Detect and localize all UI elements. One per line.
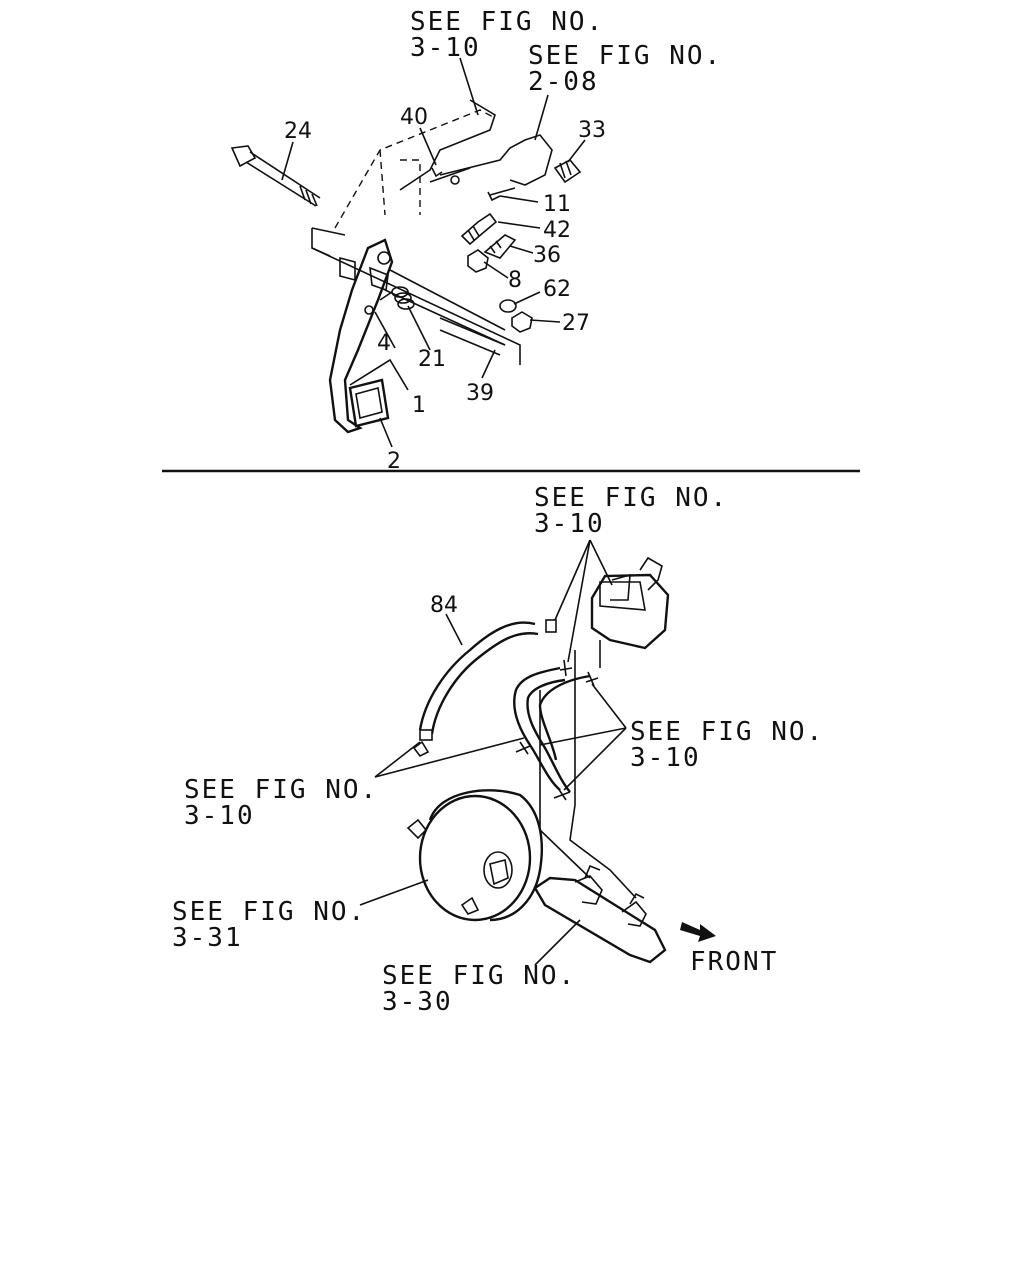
upper-leader-lines [281, 57, 586, 448]
part-number-24: 24 [284, 119, 312, 144]
reservoir-drawing [590, 556, 670, 650]
pedal-arm-drawing [328, 238, 394, 434]
part-number-36: 36 [533, 243, 561, 268]
part-number-84: 84 [430, 593, 458, 618]
lower-leader-lines [359, 539, 627, 966]
see-fig-3-10-reservoir-line1: SEE FIG NO. [534, 483, 728, 513]
stopper-42-drawing [460, 212, 498, 246]
see-fig-3-10-reservoir-line2: 3-10 [534, 509, 605, 539]
nut-33-drawing [553, 158, 582, 184]
part-number-33: 33 [578, 118, 606, 143]
see-fig-2-08-line2: 2-08 [528, 67, 599, 97]
nut-27-drawing [511, 311, 533, 333]
see-fig-3-10-top-line2: 3-10 [410, 33, 481, 63]
return-spring-drawing [379, 286, 415, 310]
brake-booster-drawing [406, 789, 543, 922]
bolt-24-drawing [230, 145, 321, 207]
bolt-36-drawing [483, 234, 517, 259]
hydraulic-system-drawing [406, 556, 716, 964]
see-fig-3-10-top-line1: SEE FIG NO. [410, 7, 604, 37]
master-cylinder-drawing [533, 864, 667, 964]
part-number-1: 1 [412, 393, 426, 418]
see-fig-3-10-right-line2: 3-10 [630, 743, 701, 773]
part-number-39: 39 [466, 381, 494, 406]
pedal-assembly-drawing [230, 99, 582, 434]
part-number-4: 4 [377, 331, 391, 356]
nut-8-drawing [467, 249, 489, 273]
part-number-8: 8 [508, 268, 522, 293]
see-fig-3-10-left-line2: 3-10 [184, 801, 255, 831]
fluid-lines-drawing [513, 640, 637, 899]
part-number-40: 40 [400, 105, 428, 130]
see-fig-3-30-line2: 3-30 [382, 987, 453, 1017]
see-fig-3-10-left-line1: SEE FIG NO. [184, 775, 378, 805]
see-fig-3-10-right-line1: SEE FIG NO. [630, 717, 824, 747]
see-fig-3-31-line2: 3-31 [172, 923, 243, 953]
front-direction-label: FRONT [690, 947, 778, 977]
pedal-pad-drawing [348, 378, 390, 428]
pushrod-drawing [429, 134, 553, 196]
see-fig-2-08-line1: SEE FIG NO. [528, 41, 722, 71]
part-number-2: 2 [387, 449, 401, 474]
hose-84-drawing [412, 619, 557, 758]
part-number-21: 21 [418, 347, 446, 372]
see-fig-3-30-line1: SEE FIG NO. [382, 961, 576, 991]
part-number-42: 42 [543, 218, 571, 243]
front-direction-arrow-icon [680, 922, 716, 942]
see-fig-3-31-line1: SEE FIG NO. [172, 897, 366, 927]
washer-62-drawing [499, 299, 517, 313]
part-number-62: 62 [543, 277, 571, 302]
part-number-27: 27 [562, 311, 590, 336]
part-number-11: 11 [543, 192, 571, 217]
